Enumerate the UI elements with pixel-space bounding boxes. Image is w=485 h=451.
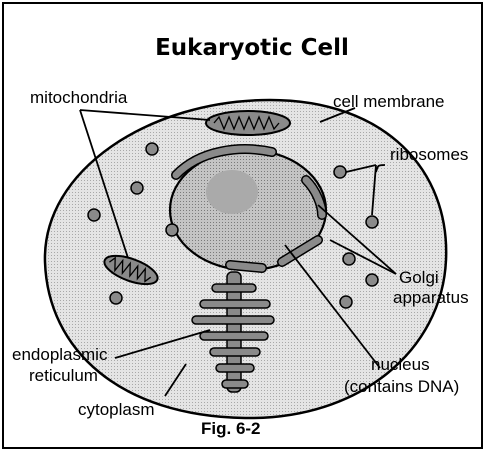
label-nucleus-line2: (contains DNA) <box>344 377 459 396</box>
figure-caption: Fig. 6-2 <box>201 419 261 438</box>
label-cytoplasm: cytoplasm <box>78 400 155 419</box>
label-er-line2: reticulum <box>29 366 98 385</box>
ribosome <box>343 253 355 265</box>
golgi-stack-4-fill <box>230 265 262 268</box>
diagram-title: Eukaryotic Cell <box>155 35 349 61</box>
ribosome <box>366 274 378 286</box>
label-ribosomes: ribosomes <box>390 145 468 164</box>
label-golgi-line1: Golgi <box>399 268 439 287</box>
ribosome <box>110 292 122 304</box>
ribosome <box>146 143 158 155</box>
mitochondrion-top <box>206 111 290 135</box>
label-nucleus-line1: nucleus <box>371 355 430 374</box>
label-cell-membrane: cell membrane <box>333 92 445 111</box>
ribosome <box>166 224 178 236</box>
ribosome <box>340 296 352 308</box>
label-mitochondria: mitochondria <box>30 88 128 107</box>
ribosome <box>334 166 346 178</box>
label-er-line1: endoplasmic <box>12 345 108 364</box>
nucleolus <box>206 170 258 214</box>
ribosome <box>88 209 100 221</box>
label-golgi-line2: apparatus <box>393 288 469 307</box>
ribosome <box>131 182 143 194</box>
ribosome <box>366 216 378 228</box>
